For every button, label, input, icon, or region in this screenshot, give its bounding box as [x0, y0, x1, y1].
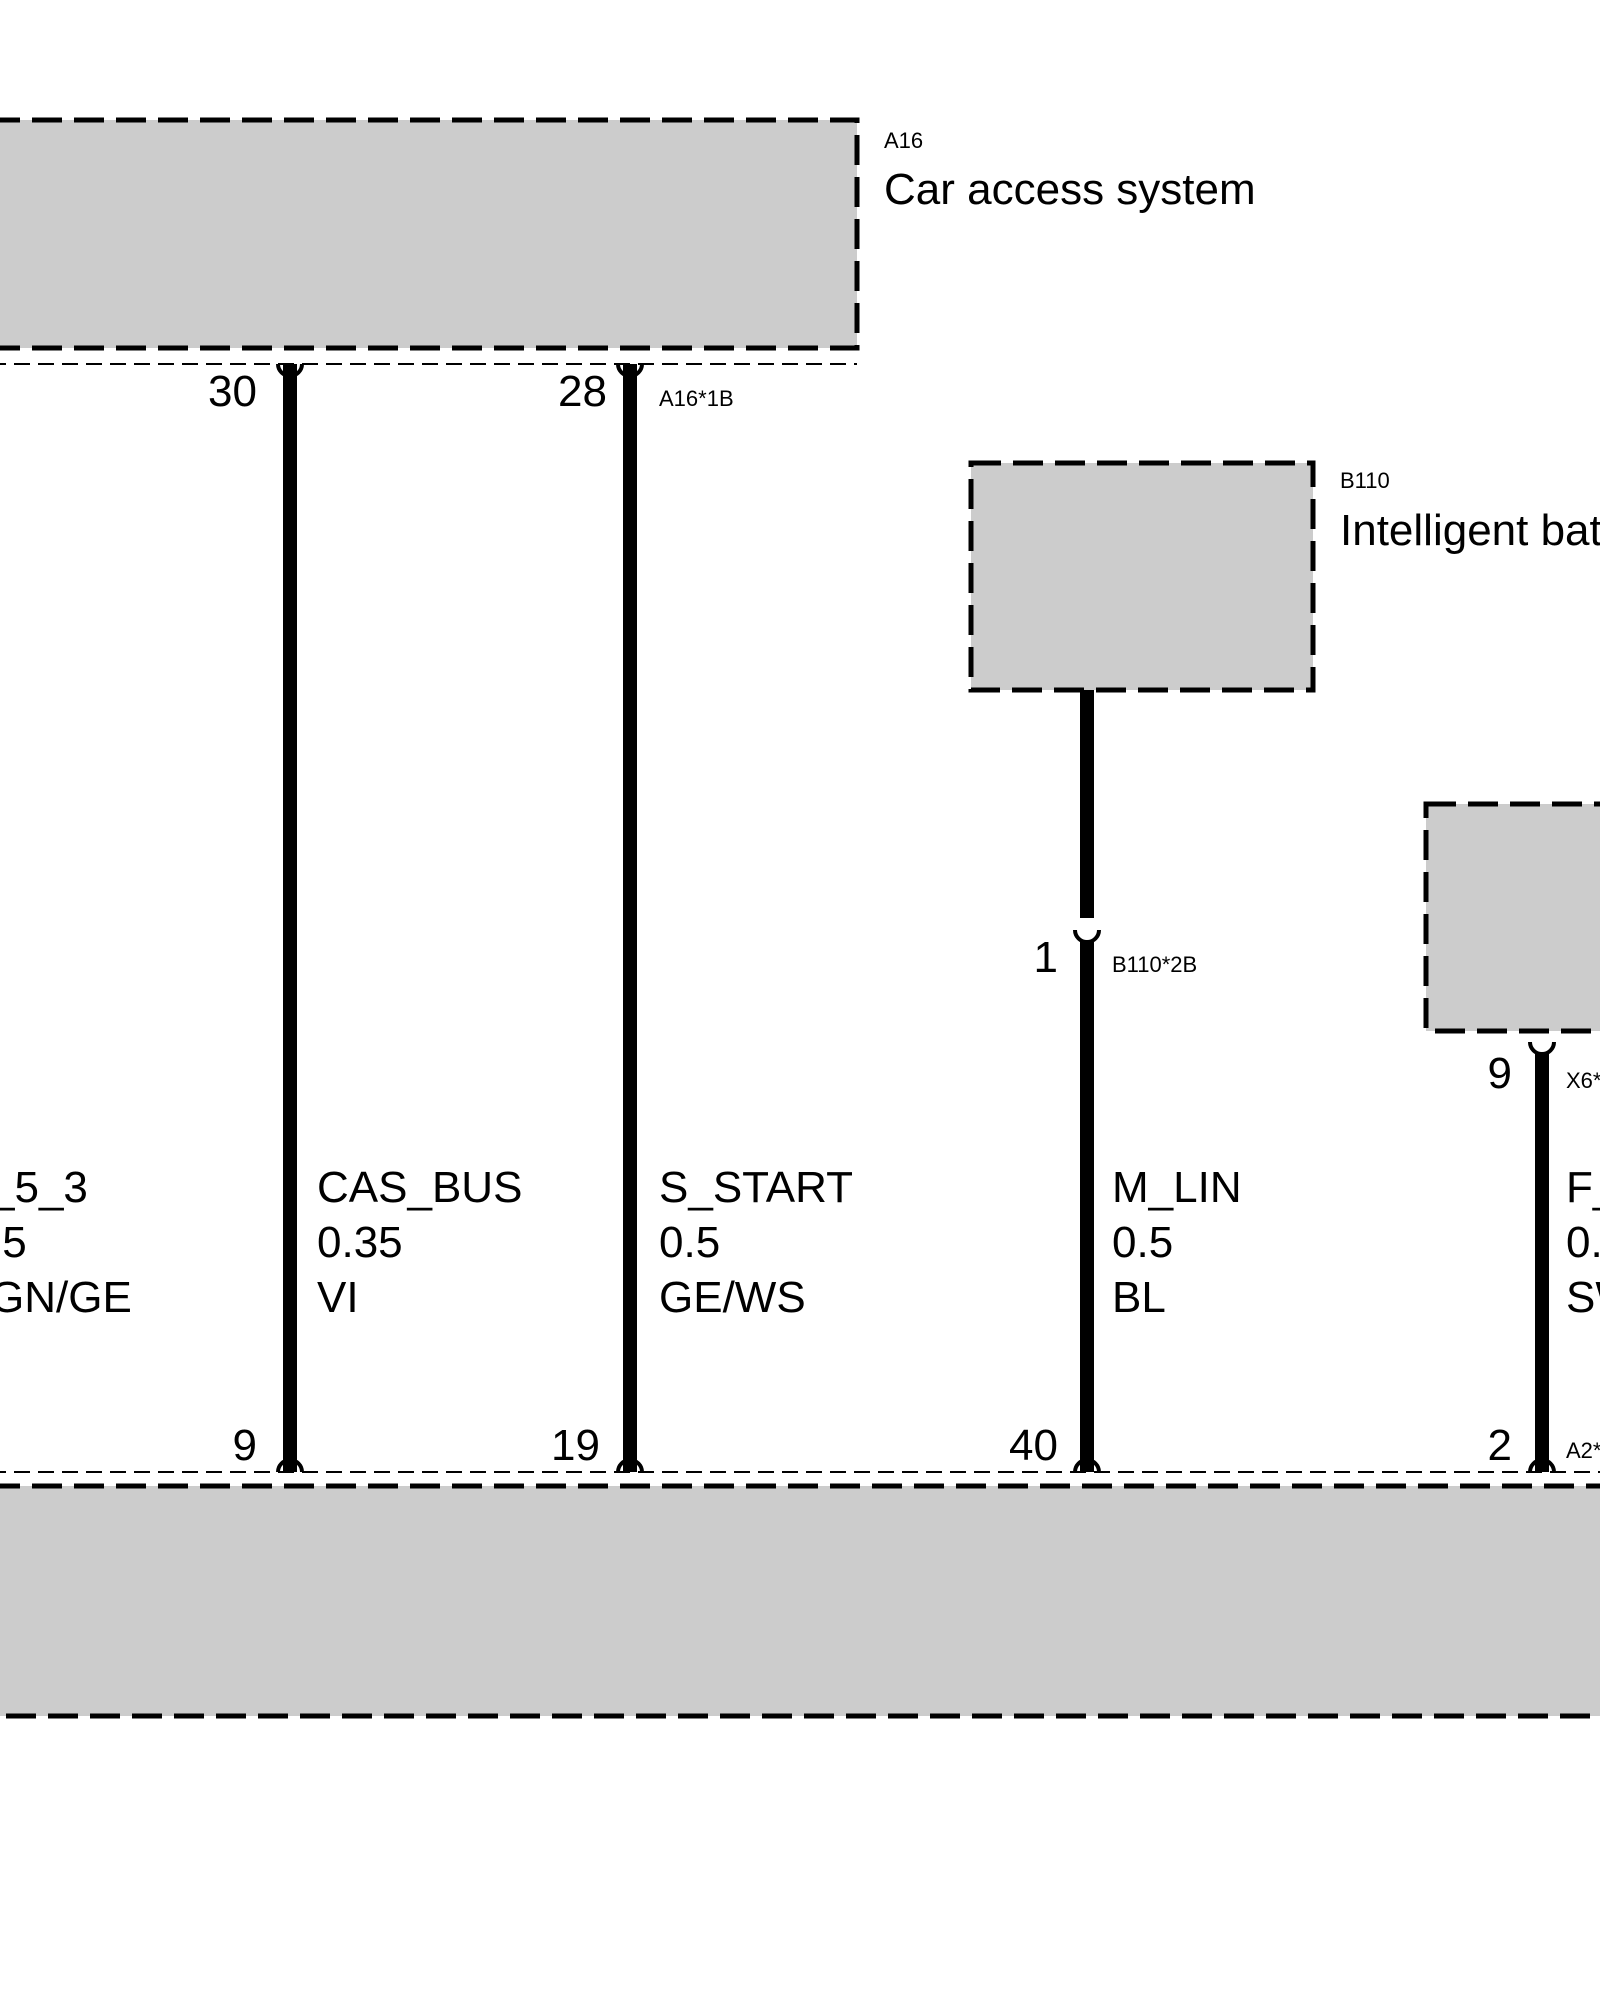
wire-3-color: BL [1112, 1273, 1166, 1322]
connector-pin-icon [276, 363, 304, 378]
connector-pin-icon [276, 1458, 304, 1473]
wire-m-lin[interactable] [1073, 690, 1101, 1473]
component-b110-code: B110 [1340, 468, 1390, 493]
wire-1-color: VI [317, 1273, 359, 1322]
wire-2-signal: S_START [659, 1163, 853, 1212]
connector-pin-icon [1073, 929, 1101, 944]
connector-pin-icon [616, 363, 644, 378]
component-b110[interactable] [968, 460, 1316, 693]
wire-2-gauge: 0.5 [659, 1218, 720, 1267]
wire-cas-bus[interactable] [276, 363, 304, 1473]
wire-1-gauge: 0.35 [317, 1218, 403, 1267]
pin-a16-28: 28 [558, 367, 607, 416]
component-a16[interactable] [0, 117, 860, 365]
pin-bottom-40: 40 [1009, 1421, 1058, 1470]
wire-4-gauge: 0. [1566, 1218, 1600, 1267]
wire-f[interactable] [1528, 1041, 1556, 1473]
pin-b110-1: 1 [1034, 933, 1058, 982]
wire-2-color: GE/WS [659, 1273, 806, 1322]
pin-a16-30: 30 [208, 367, 257, 416]
wire-3-gauge: 0.5 [1112, 1218, 1173, 1267]
wire-4-signal: F_ [1566, 1163, 1600, 1212]
pin-bottom-19: 19 [551, 1421, 600, 1470]
pin-bottom-2: 2 [1488, 1421, 1512, 1470]
wire-0-signal: _5_3 [0, 1163, 88, 1212]
component-a16-code: A16 [884, 128, 923, 153]
wire-4-color: SW [1566, 1273, 1600, 1322]
wire-s-start[interactable] [616, 363, 644, 1473]
component-a2[interactable] [0, 1471, 1600, 1719]
connector-x6-code: X6* [1566, 1068, 1600, 1093]
component-b110-name: Intelligent bat [1340, 506, 1600, 555]
wire-3-signal: M_LIN [1112, 1163, 1242, 1212]
wire-0-gauge: .5 [0, 1218, 27, 1267]
pin-bottom-9: 9 [233, 1421, 257, 1470]
connector-b110-code: B110*2B [1112, 952, 1197, 977]
connector-pin-icon [1073, 1458, 1101, 1473]
connector-a2-code: A2* [1566, 1438, 1600, 1463]
wire-1-signal: CAS_BUS [317, 1163, 522, 1212]
connector-pin-icon [1528, 1041, 1556, 1056]
pin-x6-9: 9 [1488, 1049, 1512, 1098]
connector-pin-icon [616, 1458, 644, 1473]
connector-a16-code: A16*1B [659, 386, 734, 411]
component-a16-name: Car access system [884, 165, 1256, 214]
component-x6[interactable] [1423, 801, 1600, 1034]
wire-0-color: GN/GE [0, 1273, 132, 1322]
connector-pin-icon [1528, 1458, 1556, 1473]
